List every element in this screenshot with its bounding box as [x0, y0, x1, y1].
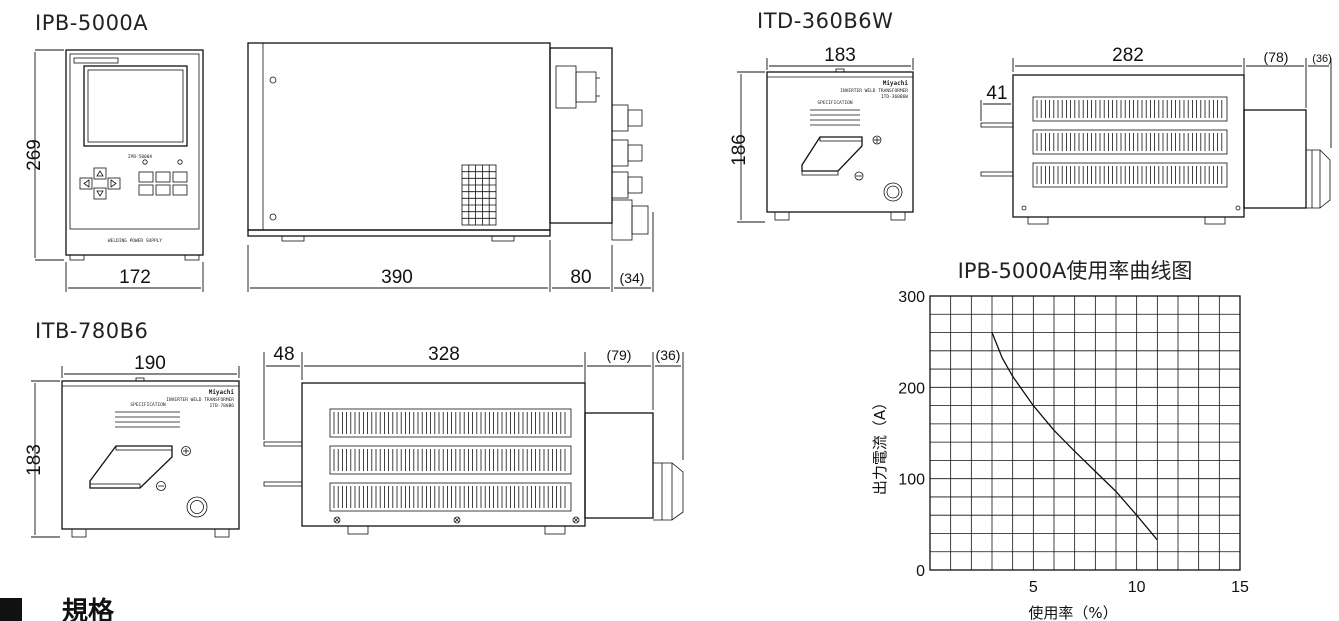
ipb-protrusion-dim: 80	[570, 267, 591, 288]
ipb-cable-glands	[555, 65, 649, 241]
itd-label-model: ITD-360B6W	[881, 94, 908, 100]
ipb-function-keys	[138, 171, 188, 196]
itd-transformer-label: INVERTER WELD TRANSFORMER	[840, 88, 908, 94]
itd-length-dim: 282	[1112, 45, 1144, 66]
itb-extra-dim-2: (36)	[656, 347, 681, 363]
ipb-side-view	[247, 42, 649, 242]
section-heading: 規格	[62, 596, 115, 621]
ipb-display-screen	[83, 65, 188, 147]
ipb-power-supply-label: WELDING POWER SUPPLY	[108, 238, 162, 244]
itd-width-dim: 183	[824, 45, 856, 66]
minus-terminal-icon	[854, 171, 864, 181]
itb-width-dim: 190	[134, 353, 166, 374]
itd-connector	[883, 182, 903, 202]
itb-spec-heading: SPECIFICATION	[130, 402, 166, 408]
chart-y-tick-label: 200	[898, 380, 925, 397]
ipb-panel-model: IPB-5000A	[128, 154, 153, 160]
ipb-front-view: IPB-5000A WELDING POWER SUPPLY	[65, 49, 204, 261]
itb-length-dim: 328	[428, 344, 460, 365]
itd-terminal-dim: 41	[986, 83, 1007, 104]
itb-brand: Miyachi	[209, 389, 235, 396]
plus-terminal-icon	[872, 135, 882, 145]
model-title-itb: ITB-780B6	[35, 319, 148, 343]
ipb-protrusion-extra-dim: (34)	[620, 270, 645, 286]
itd-extra-dim-2: (36)	[1312, 53, 1332, 65]
itd-height-dim: 186	[729, 134, 750, 166]
chart-x-tick-label: 5	[1029, 579, 1038, 596]
chart-x-tick-label: 15	[1231, 579, 1249, 596]
itb-screws	[333, 516, 580, 524]
model-title-ipb: IPB-5000A	[35, 11, 148, 35]
chart-y-tick-label: 0	[916, 563, 925, 580]
itb-side-view	[263, 382, 684, 535]
chart-x-tick-label: 10	[1128, 579, 1146, 596]
ipb-vent-grid	[461, 164, 497, 226]
ipb-arrow-keys	[79, 167, 121, 200]
itd-terminal-bracket	[801, 136, 863, 172]
itd-front-view: Miyachi INVERTER WELD TRANSFORMER ITD-36…	[766, 68, 914, 221]
chart-plot-frame	[929, 295, 1241, 571]
minus-terminal-icon	[156, 481, 166, 491]
ipb-front-width-dim: 172	[119, 267, 151, 288]
section-marker	[0, 598, 22, 621]
itd-brand: Miyachi	[883, 80, 909, 87]
itb-vent-slots	[329, 408, 572, 512]
plus-terminal-icon	[181, 446, 191, 456]
itd-extra-dim-1: (78)	[1264, 49, 1289, 65]
chart-title: IPB-5000A使用率曲线图	[958, 259, 1193, 283]
ipb-length-dim: 390	[381, 267, 413, 288]
chart-y-tick-label: 100	[898, 472, 925, 489]
itb-extra-dim-1: (79)	[607, 347, 632, 363]
itb-front-view: Miyachi INVERTER WELD TRANSFORMER ITB-78…	[61, 377, 240, 538]
itb-height-dim: 183	[24, 444, 45, 476]
chart-series-line	[991, 332, 1158, 541]
itd-vent-slots	[1032, 96, 1228, 188]
chart-y-tick-label: 300	[898, 289, 925, 306]
ipb-height-dim: 269	[24, 139, 45, 171]
itd-side-view	[980, 74, 1331, 225]
chart-y-axis-label: 出力電流（A）	[871, 395, 889, 495]
chart-x-axis-label: 使用率（%）	[1028, 604, 1117, 621]
model-title-itd: ITD-360B6W	[757, 9, 893, 33]
itb-terminal-dim: 48	[273, 344, 294, 365]
itb-label-model: ITB-780B6	[210, 403, 235, 409]
itb-transformer-label: INVERTER WELD TRANSFORMER	[166, 397, 234, 403]
itd-spec-heading: SPECIFICATION	[817, 100, 853, 106]
itb-connector	[186, 496, 208, 518]
